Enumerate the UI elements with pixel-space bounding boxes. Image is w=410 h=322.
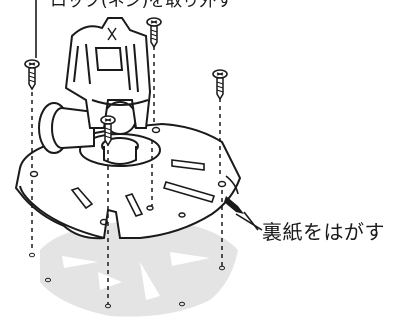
peel-tab xyxy=(224,196,244,214)
backing-paper-cutouts xyxy=(62,252,210,300)
suction-mount-icon xyxy=(38,17,161,167)
guide-lines xyxy=(31,46,223,304)
backing-paper-holes xyxy=(29,252,225,309)
top-cropped-label: ロック(ネジ)を取り外す xyxy=(50,0,234,11)
plate-holes xyxy=(29,126,227,226)
peel-backing-label: 裏紙をはがす xyxy=(262,220,385,244)
plate-slots xyxy=(70,159,216,217)
backing-paper-sheet xyxy=(40,222,238,317)
callout-leader xyxy=(235,213,263,231)
